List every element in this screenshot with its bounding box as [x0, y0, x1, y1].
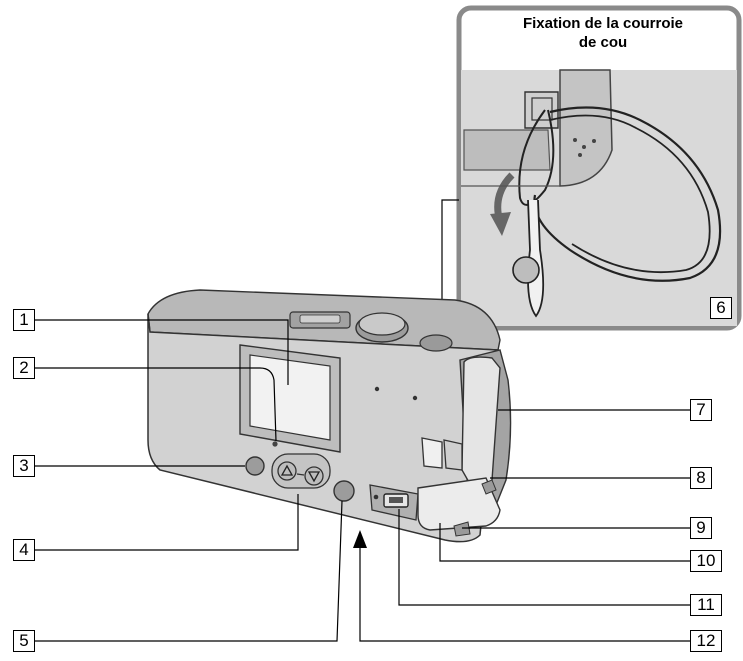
callout-10: 10: [690, 550, 722, 572]
camera-body: [147, 289, 512, 543]
leader-line-11: [398, 509, 690, 606]
inset-title-line-1: Fixation de la courroie: [522, 15, 684, 32]
leader-line-10: [439, 523, 690, 562]
callout-5: 5: [13, 630, 35, 652]
inset-title-line-2: de cou: [578, 34, 628, 51]
callout-9: 9: [690, 517, 712, 539]
callout-4: 4: [13, 539, 35, 561]
leader-line-1: [35, 319, 289, 385]
arrow-head-12: [353, 530, 367, 548]
inset-panel: [456, 5, 742, 331]
inset-title: Fixation de la courroie de cou: [478, 14, 728, 52]
callout-12: 12: [690, 630, 722, 652]
callout-11: 11: [690, 594, 722, 616]
callout-2: 2: [13, 357, 35, 379]
leader-line-5: [35, 500, 343, 642]
callout-7: 7: [690, 399, 712, 421]
callout-1: 1: [13, 309, 35, 331]
callout-6: 6: [710, 297, 732, 319]
leader-line-2: [35, 367, 277, 442]
leader-line-4: [35, 494, 299, 551]
leader-lines: [35, 319, 690, 642]
leader-line-12: [359, 545, 690, 642]
callout-8: 8: [690, 467, 712, 489]
callout-3: 3: [13, 455, 35, 477]
